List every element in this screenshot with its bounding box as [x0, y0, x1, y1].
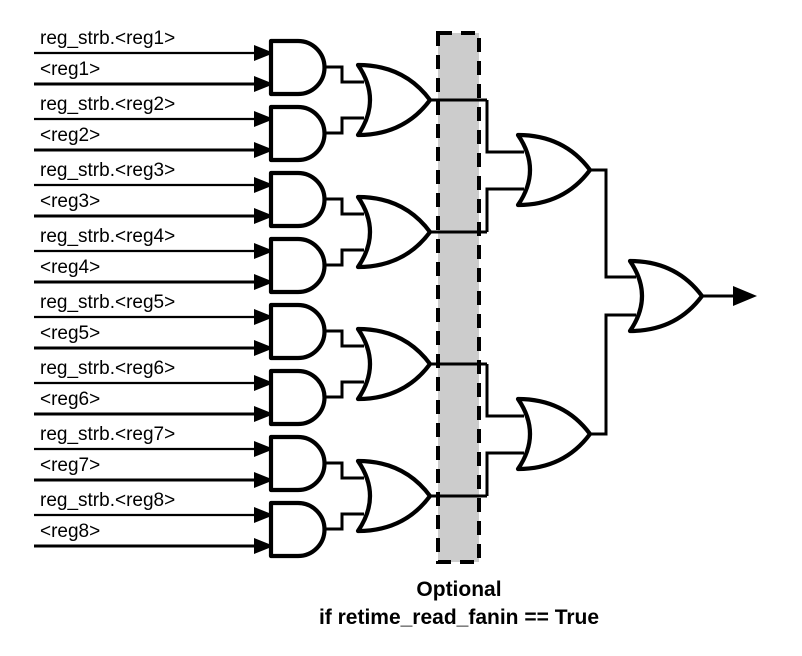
wire-or5-to-final	[590, 168, 636, 279]
input-strobe-label-6: reg_strb.<reg6>	[40, 358, 175, 379]
input-arrow-data-6	[254, 406, 274, 422]
input-data-label-2: <reg2>	[40, 125, 100, 146]
or-gate-tier1-2	[355, 194, 433, 270]
input-strobe-label-3: reg_strb.<reg3>	[40, 160, 175, 181]
and-gate-6	[268, 368, 327, 427]
input-arrow-data-4	[254, 274, 274, 290]
wire-and1-to-or1	[325, 65, 364, 84]
or-gate-final	[627, 258, 705, 334]
output-arrow-icon	[733, 286, 757, 306]
input-group-2: reg_strb.<reg2> <reg2>	[34, 94, 274, 158]
input-arrow-data-2	[254, 142, 274, 158]
or-gate-tier2-1	[515, 132, 593, 208]
input-group-5: reg_strb.<reg5> <reg5>	[34, 292, 274, 356]
input-strobe-label-7: reg_strb.<reg7>	[40, 424, 175, 445]
input-data-label-8: <reg8>	[40, 521, 100, 542]
wire-and2-to-or1	[325, 116, 364, 135]
input-group-6: reg_strb.<reg6> <reg6>	[34, 358, 274, 422]
input-data-label-4: <reg4>	[40, 257, 100, 278]
and-gate-1	[268, 38, 327, 97]
and-gate-7	[268, 434, 327, 493]
input-group-7: reg_strb.<reg7> <reg7>	[34, 424, 274, 488]
wire-region-to-or6-b	[485, 451, 524, 496]
input-arrow-data-3	[254, 208, 274, 224]
input-strobe-label-1: reg_strb.<reg1>	[40, 28, 175, 49]
input-strobe-label-8: reg_strb.<reg8>	[40, 490, 175, 511]
input-arrow-strobe-2	[254, 111, 274, 127]
input-arrow-strobe-5	[254, 309, 274, 325]
and-gate-3	[268, 170, 327, 229]
input-strobe-label-2: reg_strb.<reg2>	[40, 94, 175, 115]
wire-region-to-or5-a	[485, 100, 524, 154]
or-gate-tier2-2	[515, 396, 593, 472]
or-gate-tier1-4	[355, 458, 433, 534]
input-group-1: reg_strb.<reg1> <reg1>	[34, 28, 274, 92]
optional-caption-line1: Optional	[416, 578, 501, 601]
wire-and3-to-or2	[325, 197, 364, 216]
input-arrow-strobe-6	[254, 375, 274, 391]
input-group-8: reg_strb.<reg8> <reg8>	[34, 490, 274, 554]
input-data-label-3: <reg3>	[40, 191, 100, 212]
wire-and7-to-or4	[325, 461, 364, 480]
wire-or6-to-final	[590, 313, 636, 436]
input-arrow-data-5	[254, 340, 274, 356]
input-data-label-6: <reg6>	[40, 389, 100, 410]
input-group-4: reg_strb.<reg4> <reg4>	[34, 226, 274, 290]
input-arrow-strobe-3	[254, 177, 274, 193]
or-gate-tier1-1	[355, 62, 433, 138]
and-gate-5	[268, 302, 327, 361]
wire-region-to-or6-a	[485, 364, 524, 418]
input-arrow-data-7	[254, 472, 274, 488]
wire-and4-to-or2	[325, 248, 364, 267]
input-data-label-5: <reg5>	[40, 323, 100, 344]
input-strobe-label-4: reg_strb.<reg4>	[40, 226, 175, 247]
input-arrow-data-8	[254, 538, 274, 554]
input-group-3: reg_strb.<reg3> <reg3>	[34, 160, 274, 224]
input-strobe-label-5: reg_strb.<reg5>	[40, 292, 175, 313]
wire-and6-to-or3	[325, 380, 364, 399]
optional-region-box	[436, 31, 481, 564]
or-gate-tier1-3	[355, 326, 433, 402]
input-arrow-data-1	[254, 76, 274, 92]
and-gate-2	[268, 104, 327, 163]
wire-region-to-or5-b	[485, 187, 524, 232]
and-gate-8	[268, 500, 327, 559]
input-arrow-strobe-7	[254, 441, 274, 457]
wire-and5-to-or3	[325, 329, 364, 348]
input-data-label-1: <reg1>	[40, 59, 100, 80]
input-data-label-7: <reg7>	[40, 455, 100, 476]
optional-caption-line2: if retime_read_fanin == True	[319, 606, 599, 629]
wire-and8-to-or4	[325, 512, 364, 531]
and-gate-4	[268, 236, 327, 295]
input-arrow-strobe-1	[254, 45, 274, 61]
input-arrow-strobe-8	[254, 507, 274, 523]
input-arrow-strobe-4	[254, 243, 274, 259]
